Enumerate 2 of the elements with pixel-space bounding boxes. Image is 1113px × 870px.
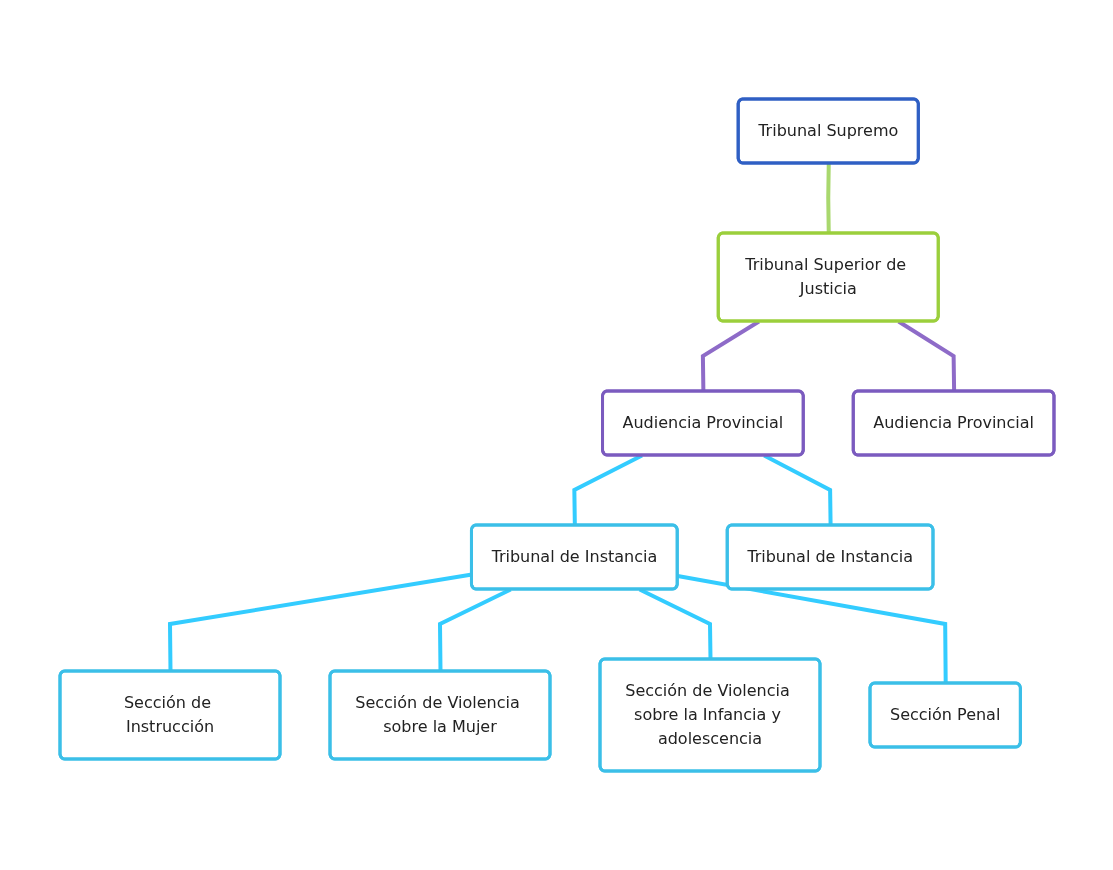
connector — [825, 163, 831, 234]
connector — [676, 574, 948, 684]
